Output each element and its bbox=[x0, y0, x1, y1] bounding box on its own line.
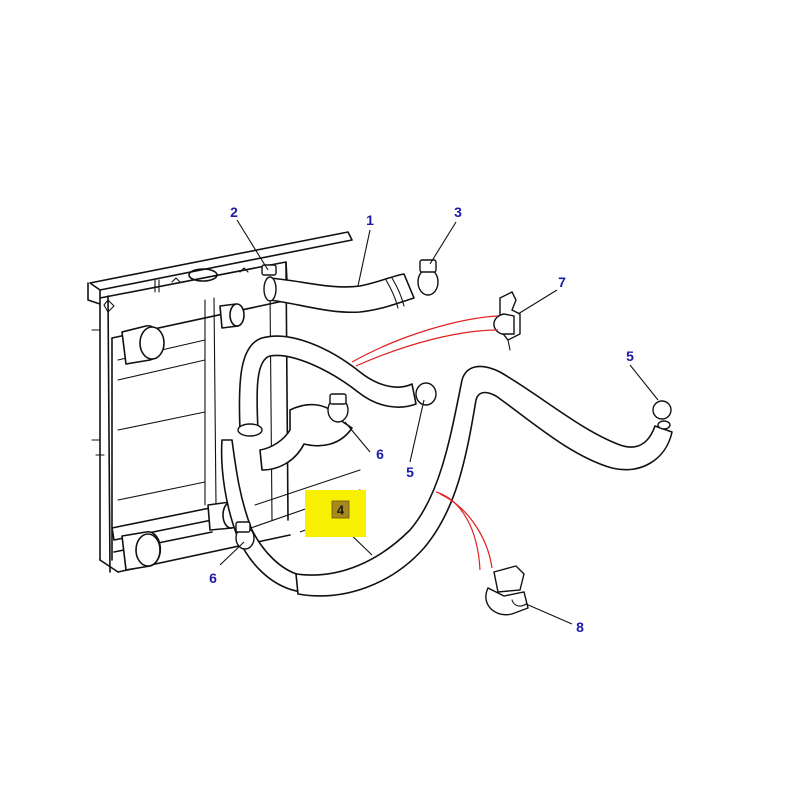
callout-8: 8 bbox=[576, 619, 584, 635]
callout-4: 4 bbox=[337, 503, 345, 518]
callout-7: 7 bbox=[558, 274, 566, 290]
top-hose bbox=[261, 259, 439, 314]
callout-5-right: 5 bbox=[626, 348, 634, 364]
callout-3: 3 bbox=[454, 204, 462, 220]
hose-clip-7 bbox=[493, 291, 521, 351]
radiator bbox=[87, 231, 361, 573]
callout-labels: 1 2 3 7 5 6 5 6 8 4 bbox=[209, 204, 634, 635]
callout-1: 1 bbox=[366, 212, 374, 228]
callout-4-highlight: 4 bbox=[305, 490, 366, 537]
callout-6-left: 6 bbox=[209, 570, 217, 586]
hose-clip-8 bbox=[485, 565, 529, 616]
main-hose bbox=[220, 335, 673, 597]
callout-5-middle: 5 bbox=[406, 464, 414, 480]
callout-2: 2 bbox=[230, 204, 238, 220]
callout-6-middle: 6 bbox=[376, 446, 384, 462]
red-leader-lines bbox=[351, 315, 499, 571]
highlight-label-background bbox=[331, 500, 350, 519]
